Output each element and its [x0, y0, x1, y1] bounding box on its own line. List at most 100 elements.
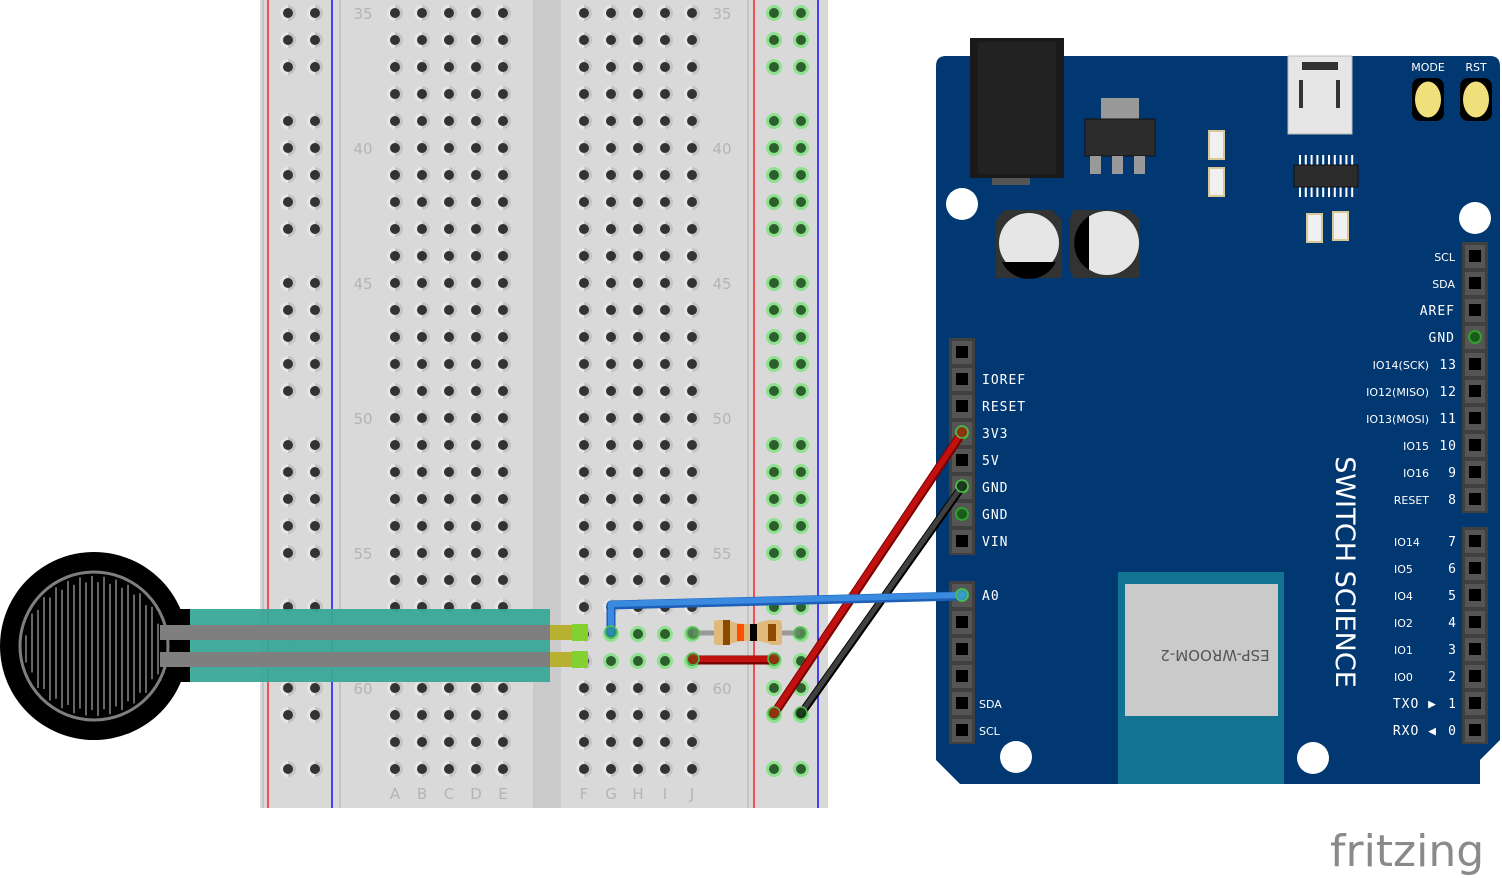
breadboard-hole[interactable] — [657, 437, 673, 453]
left-rail-hole[interactable] — [307, 545, 323, 561]
breadboard-hole[interactable] — [495, 464, 511, 480]
breadboard-hole[interactable] — [414, 545, 430, 561]
breadboard-hole[interactable] — [468, 302, 484, 318]
right-rail-hole[interactable] — [793, 194, 809, 210]
left-rail-hole[interactable] — [307, 464, 323, 480]
breadboard-hole[interactable] — [630, 5, 646, 21]
left-rail-hole[interactable] — [307, 707, 323, 723]
breadboard-hole[interactable] — [441, 761, 457, 777]
breadboard-hole[interactable] — [603, 491, 619, 507]
breadboard-hole[interactable] — [630, 221, 646, 237]
breadboard-hole[interactable] — [387, 194, 403, 210]
breadboard-hole[interactable] — [495, 356, 511, 372]
breadboard-hole[interactable] — [441, 5, 457, 21]
right-rail-hole[interactable] — [766, 32, 782, 48]
breadboard-hole[interactable] — [441, 275, 457, 291]
breadboard-hole[interactable] — [684, 761, 700, 777]
breadboard-hole[interactable] — [684, 464, 700, 480]
breadboard-hole[interactable] — [630, 545, 646, 561]
left-rail-hole[interactable] — [307, 437, 323, 453]
breadboard-hole[interactable] — [603, 680, 619, 696]
breadboard-hole[interactable] — [387, 437, 403, 453]
breadboard-hole[interactable] — [630, 113, 646, 129]
breadboard-hole[interactable] — [387, 248, 403, 264]
breadboard-hole[interactable] — [657, 140, 673, 156]
right-rail-hole[interactable] — [793, 275, 809, 291]
digital-header-pin[interactable] — [1465, 611, 1485, 634]
breadboard-hole[interactable] — [441, 464, 457, 480]
right-rail-hole[interactable] — [793, 491, 809, 507]
left-rail-hole[interactable] — [307, 302, 323, 318]
breadboard-hole[interactable] — [657, 59, 673, 75]
breadboard-hole[interactable] — [630, 275, 646, 291]
digital-header-pin[interactable] — [1465, 380, 1485, 403]
breadboard-hole[interactable] — [468, 707, 484, 723]
right-rail-hole[interactable] — [793, 329, 809, 345]
breadboard-hole[interactable] — [603, 329, 619, 345]
breadboard-hole[interactable] — [684, 221, 700, 237]
breadboard-hole[interactable] — [657, 5, 673, 21]
breadboard-hole[interactable] — [576, 113, 592, 129]
breadboard-hole[interactable] — [630, 140, 646, 156]
breadboard-hole[interactable] — [630, 626, 646, 642]
power-header-pin[interactable] — [952, 449, 972, 472]
right-rail-hole[interactable] — [793, 59, 809, 75]
breadboard-hole[interactable] — [657, 248, 673, 264]
breadboard-hole[interactable] — [441, 248, 457, 264]
digital-header-pin[interactable] — [1465, 272, 1485, 295]
breadboard-hole[interactable] — [495, 113, 511, 129]
breadboard-hole[interactable] — [576, 248, 592, 264]
right-rail-hole[interactable] — [766, 167, 782, 183]
left-rail-hole[interactable] — [307, 113, 323, 129]
breadboard-hole[interactable] — [468, 5, 484, 21]
breadboard-hole[interactable] — [603, 545, 619, 561]
breadboard-hole[interactable] — [414, 113, 430, 129]
left-rail-hole[interactable] — [280, 5, 296, 21]
breadboard-hole[interactable] — [603, 86, 619, 102]
left-rail-hole[interactable] — [280, 491, 296, 507]
right-rail-hole[interactable] — [766, 518, 782, 534]
breadboard-hole[interactable] — [414, 707, 430, 723]
breadboard-hole[interactable] — [441, 329, 457, 345]
breadboard-hole[interactable] — [630, 194, 646, 210]
left-rail-hole[interactable] — [280, 140, 296, 156]
breadboard-hole[interactable] — [684, 302, 700, 318]
left-rail-hole[interactable] — [307, 167, 323, 183]
mode-button-cap[interactable] — [1415, 81, 1441, 118]
breadboard-hole[interactable] — [684, 248, 700, 264]
left-rail-hole[interactable] — [307, 194, 323, 210]
power-header-pin[interactable] — [952, 341, 972, 364]
breadboard-hole[interactable] — [603, 167, 619, 183]
breadboard-hole[interactable] — [657, 491, 673, 507]
digital-header-pin[interactable] — [1465, 461, 1485, 484]
breadboard-hole[interactable] — [387, 5, 403, 21]
breadboard-hole[interactable] — [468, 734, 484, 750]
resistor[interactable] — [693, 620, 800, 645]
breadboard-hole[interactable] — [441, 356, 457, 372]
breadboard-hole[interactable] — [603, 140, 619, 156]
right-rail-hole[interactable] — [766, 680, 782, 696]
breadboard-hole[interactable] — [630, 167, 646, 183]
breadboard-hole[interactable] — [576, 680, 592, 696]
breadboard-hole[interactable] — [495, 572, 511, 588]
left-rail-hole[interactable] — [307, 140, 323, 156]
digital-header-pin[interactable] — [1465, 326, 1485, 349]
breadboard-hole[interactable] — [414, 32, 430, 48]
breadboard-hole[interactable] — [576, 383, 592, 399]
breadboard-hole[interactable] — [414, 356, 430, 372]
breadboard-hole[interactable] — [576, 599, 592, 615]
breadboard-hole[interactable] — [630, 32, 646, 48]
breadboard-hole[interactable] — [468, 194, 484, 210]
breadboard-hole[interactable] — [495, 32, 511, 48]
breadboard-hole[interactable] — [414, 194, 430, 210]
breadboard-hole[interactable] — [630, 437, 646, 453]
breadboard-hole[interactable] — [630, 86, 646, 102]
analog-header-pin[interactable] — [952, 692, 972, 715]
breadboard-hole[interactable] — [684, 86, 700, 102]
breadboard-hole[interactable] — [387, 356, 403, 372]
breadboard-hole[interactable] — [468, 275, 484, 291]
analog-header-pin[interactable] — [952, 611, 972, 634]
breadboard-hole[interactable] — [468, 356, 484, 372]
breadboard-hole[interactable] — [576, 437, 592, 453]
breadboard-hole[interactable] — [603, 707, 619, 723]
